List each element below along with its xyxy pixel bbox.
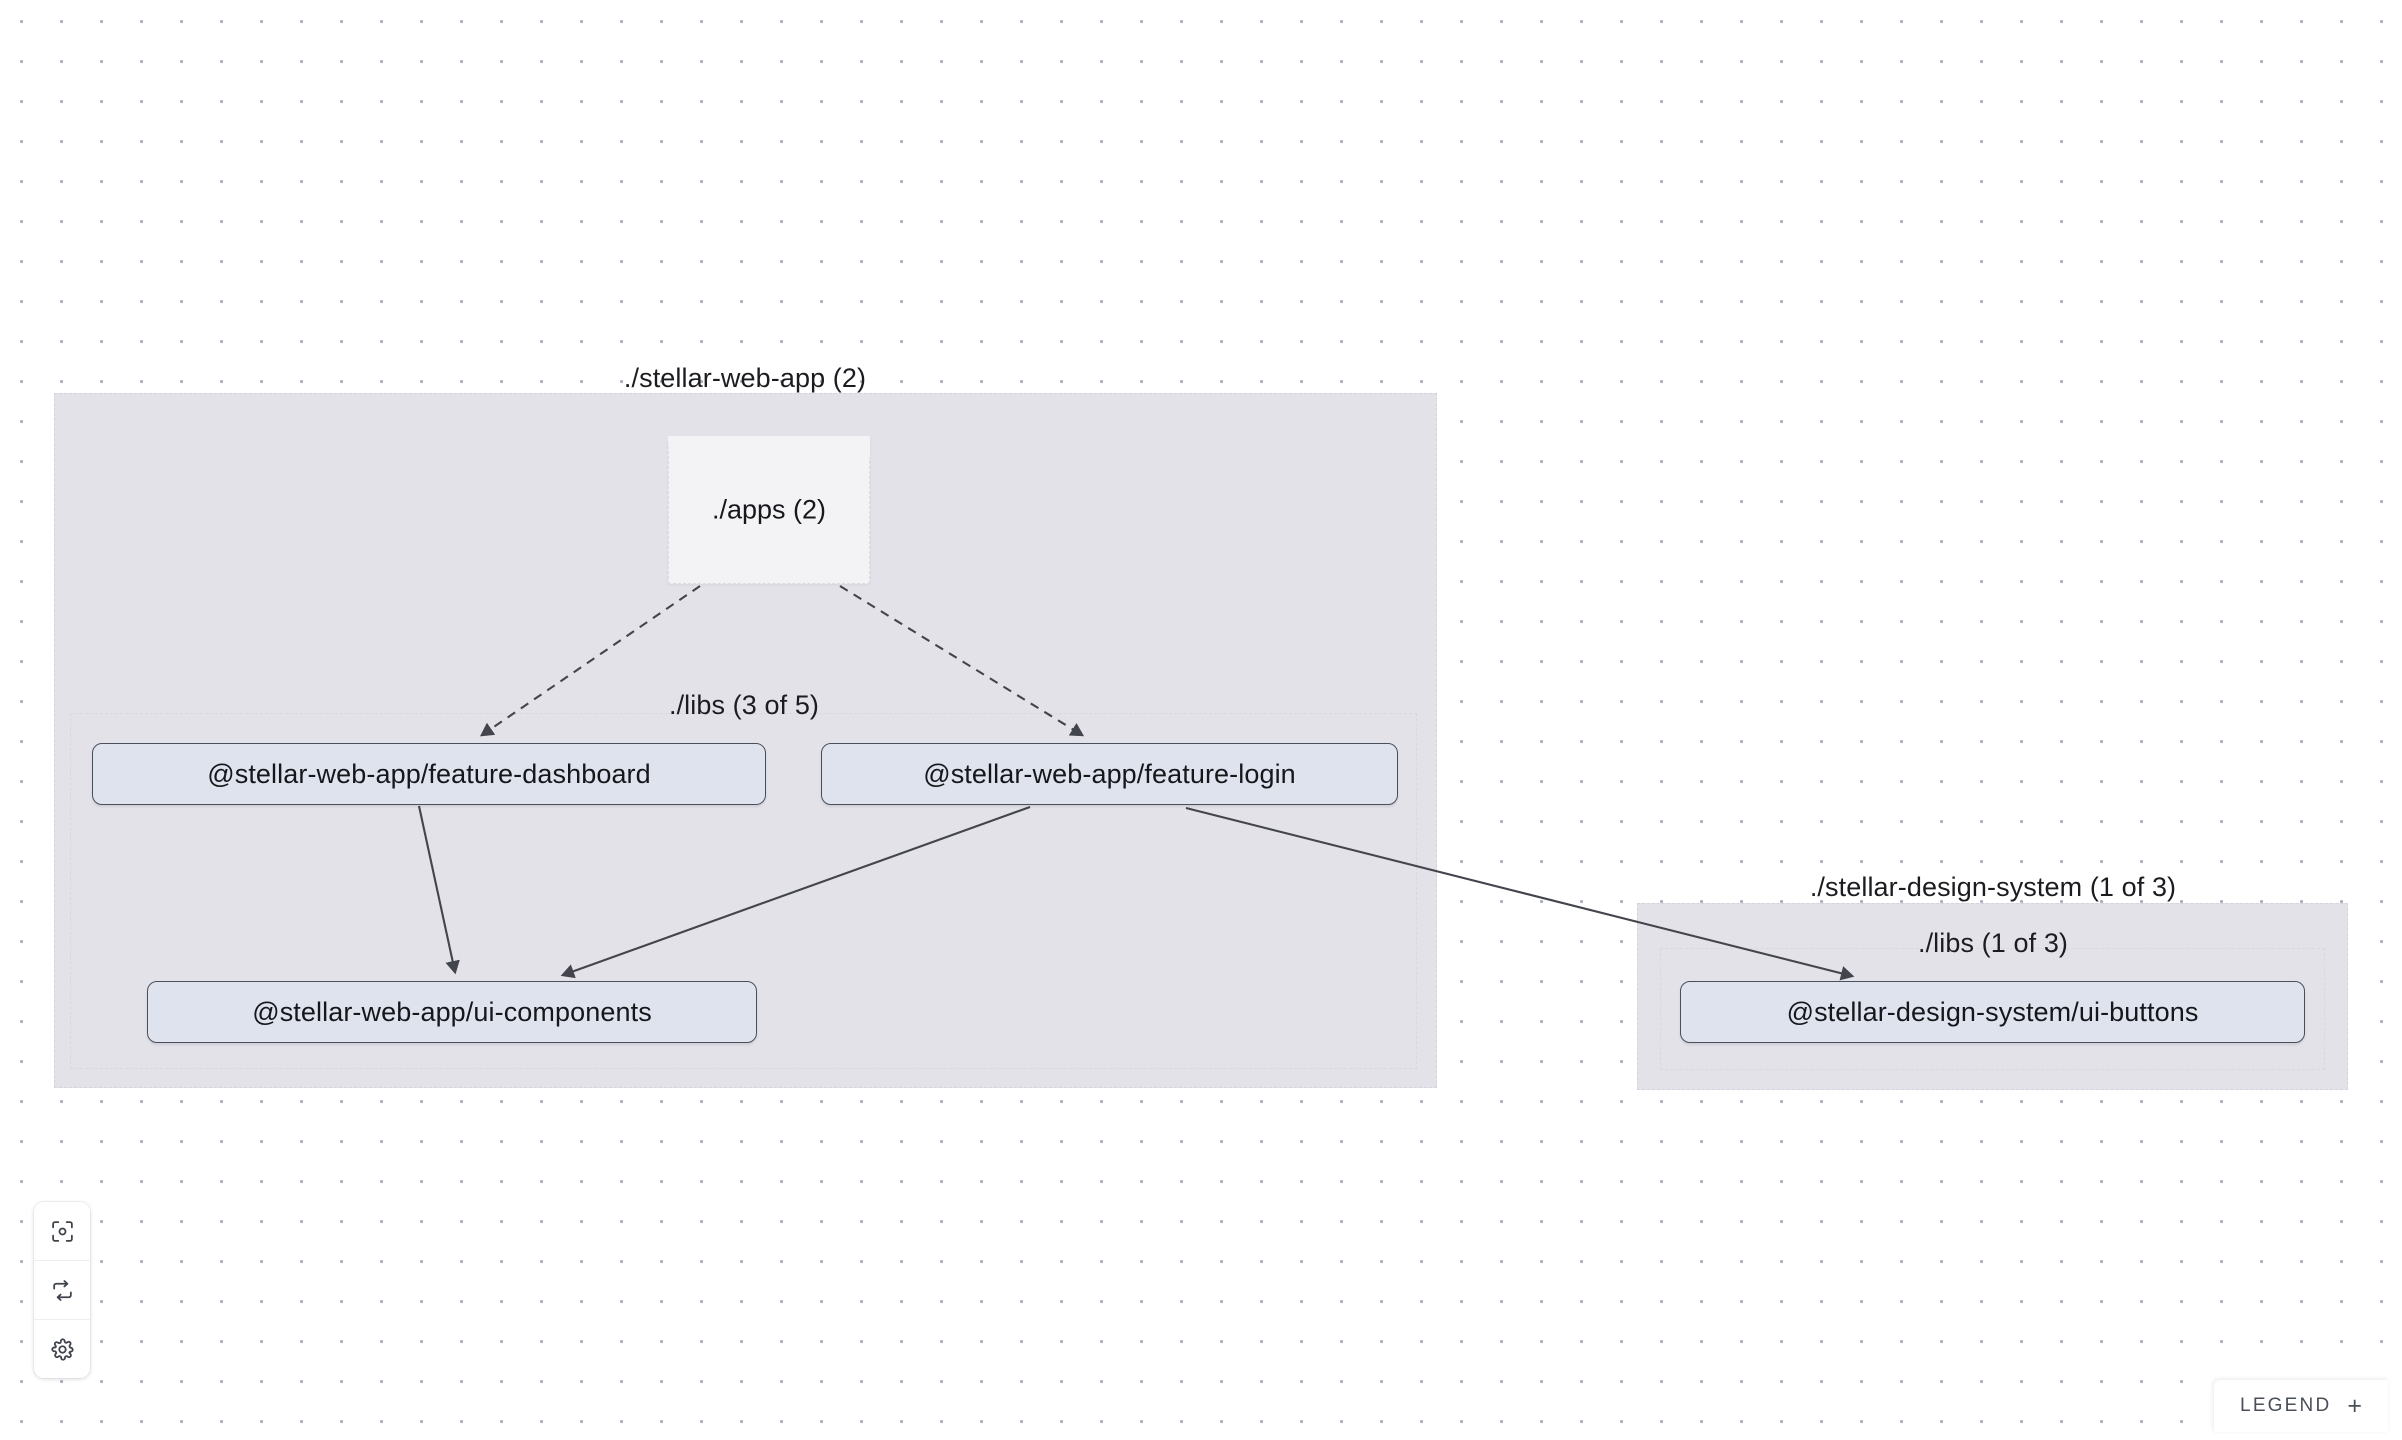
node-feature-dashboard[interactable]: @stellar-web-app/feature-dashboard [92, 743, 766, 805]
refresh-button[interactable] [34, 1261, 90, 1320]
group-stellar-design-system-libs[interactable] [1660, 948, 2325, 1070]
folder-node-apps[interactable]: ./apps (2) [668, 436, 870, 584]
node-feature-login[interactable]: @stellar-web-app/feature-login [821, 743, 1398, 805]
folder-shape [668, 436, 870, 584]
focus-target-icon [50, 1219, 75, 1244]
group-label-stellar-design-system: ./stellar-design-system (1 of 3) [1809, 872, 2177, 902]
node-label-feature-login: @stellar-web-app/feature-login [923, 758, 1296, 789]
legend-toggle[interactable]: LEGEND + [2214, 1380, 2388, 1432]
node-ui-components[interactable]: @stellar-web-app/ui-components [147, 981, 757, 1043]
canvas-toolbar[interactable] [34, 1202, 90, 1378]
legend-label: LEGEND [2240, 1395, 2332, 1416]
group-label-stellar-web-app-libs: ./libs (3 of 5) [668, 690, 820, 720]
refresh-icon [50, 1278, 75, 1303]
focus-graph-button[interactable] [34, 1202, 90, 1261]
group-label-stellar-web-app: ./stellar-web-app (2) [623, 363, 867, 393]
settings-button[interactable] [34, 1320, 90, 1378]
node-ui-buttons[interactable]: @stellar-design-system/ui-buttons [1680, 981, 2305, 1043]
plus-icon: + [2347, 1391, 2362, 1420]
group-label-stellar-design-system-libs: ./libs (1 of 3) [1917, 928, 2069, 958]
node-label-ui-buttons: @stellar-design-system/ui-buttons [1786, 996, 2199, 1027]
node-label-ui-components: @stellar-web-app/ui-components [252, 996, 652, 1027]
folder-label-apps: ./apps (2) [711, 494, 827, 525]
node-label-feature-dashboard: @stellar-web-app/feature-dashboard [207, 758, 651, 789]
gear-icon [50, 1337, 75, 1362]
